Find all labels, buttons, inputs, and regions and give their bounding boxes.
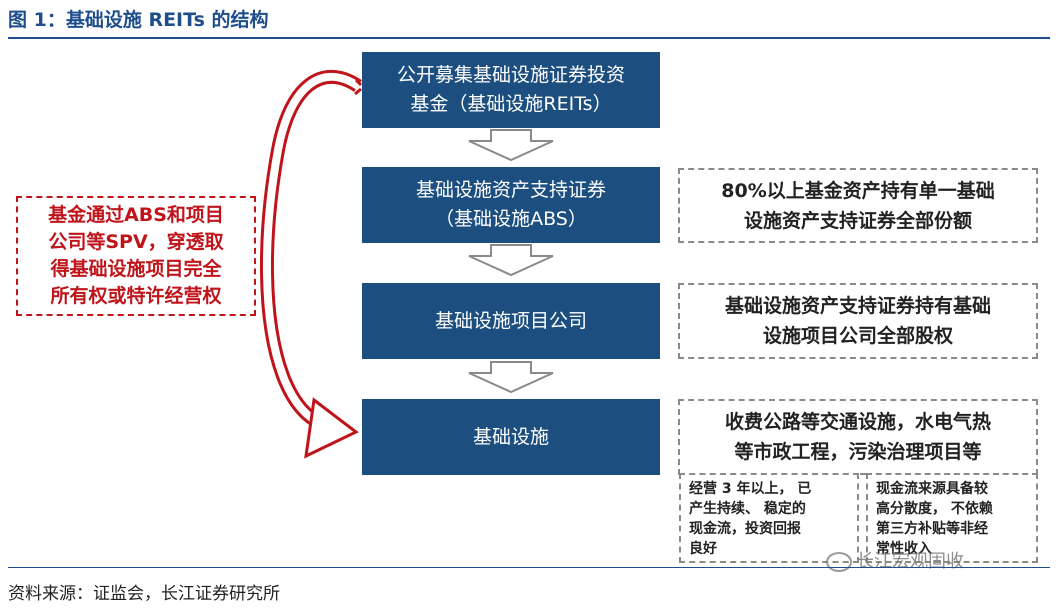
source-note: 资料来源：证监会，长江证券研究所 <box>8 584 280 604</box>
box-abs: 基础设施资产支持证券 （基础设施ABS） <box>362 167 660 243</box>
note-company-box: 基础设施资产支持证券持有基础 设施项目公司全部股权 <box>678 283 1038 359</box>
box-infrastructure-label: 基础设施 <box>472 425 549 448</box>
wechat-icon <box>826 552 852 572</box>
page-title: 图 1：基础设施 REITs 的结构 <box>8 9 269 31</box>
down-arrow-1 <box>468 129 554 162</box>
box-company: 基础设施项目公司 <box>362 283 660 359</box>
note-company-label: 基础设施资产支持证券持有基础 设施项目公司全部股权 <box>724 295 991 347</box>
curved-red-arrow <box>260 69 363 459</box>
box-reits: 公开募集基础设施证券投资 基金（基础设施REITs） <box>362 52 660 128</box>
top-rule <box>8 37 1050 39</box>
note-abs-label: 80%以上基金资产持有单一基础 设施资产支持证券全部份额 <box>721 179 995 232</box>
down-arrow-2 <box>468 244 554 277</box>
subnote-cashflow-label: 现金流来源具备较 高分散度， 不依赖 第三方补贴等非经 常性收入 <box>876 481 993 557</box>
subnote-operation-box: 经营 3 年以上， 已 产生持续、 稳定的 现金流，投资回报 良好 <box>679 473 859 563</box>
watermark: 长江宏观固收 <box>826 547 964 573</box>
note-infrastructure-box: 收费公路等交通设施，水电气热 等市政工程，污染治理项目等 <box>678 399 1038 475</box>
subnote-operation-label: 经营 3 年以上， 已 产生持续、 稳定的 现金流，投资回报 良好 <box>689 481 812 557</box>
down-arrow-3 <box>468 361 554 394</box>
box-company-label: 基础设施项目公司 <box>434 309 587 332</box>
side-note-box: 基金通过ABS和项目 公司等SPV，穿透取 得基础设施项目完全 所有权或特许经营… <box>16 196 256 316</box>
watermark-text: 长江宏观固收 <box>856 551 964 572</box>
bottom-rule <box>8 567 1050 568</box>
box-infrastructure: 基础设施 <box>362 399 660 475</box>
side-note-label: 基金通过ABS和项目 公司等SPV，穿透取 得基础设施项目完全 所有权或特许经营… <box>48 204 224 307</box>
subnote-cashflow-box: 现金流来源具备较 高分散度， 不依赖 第三方补贴等非经 常性收入 <box>866 473 1038 563</box>
box-reits-label: 公开募集基础设施证券投资 基金（基础设施REITs） <box>396 64 625 115</box>
note-abs-box: 80%以上基金资产持有单一基础 设施资产支持证券全部份额 <box>678 168 1038 243</box>
note-infrastructure-label: 收费公路等交通设施，水电气热 等市政工程，污染治理项目等 <box>724 411 991 463</box>
box-abs-label: 基础设施资产支持证券 （基础设施ABS） <box>415 179 606 230</box>
